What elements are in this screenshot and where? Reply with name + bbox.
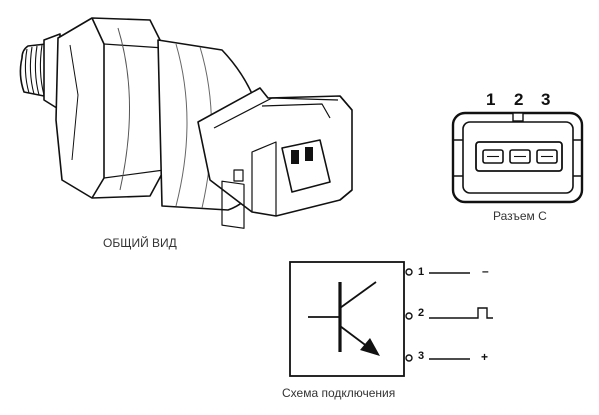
sensor-illustration — [19, 17, 353, 229]
transistor-collector — [339, 281, 377, 309]
wiring-scheme — [289, 261, 493, 377]
terminal-1 — [405, 268, 413, 276]
terminal-3-plus-sign: + — [481, 350, 489, 364]
connector-front-view — [451, 111, 584, 204]
scheme-terminals — [405, 268, 493, 362]
general-view-caption: ОБЩИЙ ВИД — [103, 236, 177, 250]
scheme-box — [289, 261, 405, 377]
connector-pin-1-number: 1 — [486, 90, 496, 109]
pulse-signal — [470, 307, 493, 319]
terminal-2 — [405, 312, 413, 320]
terminal-3-number: 3 — [418, 350, 425, 362]
terminal-1-number: 1 — [418, 266, 425, 278]
wiring-scheme-caption: Схема подключения — [282, 386, 396, 400]
connector-key — [512, 112, 524, 122]
transistor-symbol — [308, 281, 380, 356]
connector-caption: Разъем С — [493, 209, 547, 223]
emitter-arrow — [360, 338, 380, 356]
connector-pins — [482, 149, 558, 164]
sensor-thread — [19, 33, 61, 111]
connector-pin-3-number: 3 — [541, 90, 551, 109]
connector-pin-2-number: 2 — [514, 90, 524, 109]
sensor-connector-housing — [197, 87, 353, 229]
terminal-3 — [405, 354, 413, 362]
sensor-hex-nut — [55, 17, 165, 199]
terminal-1-minus-sign: – — [482, 264, 489, 278]
terminal-2-number: 2 — [418, 307, 425, 319]
